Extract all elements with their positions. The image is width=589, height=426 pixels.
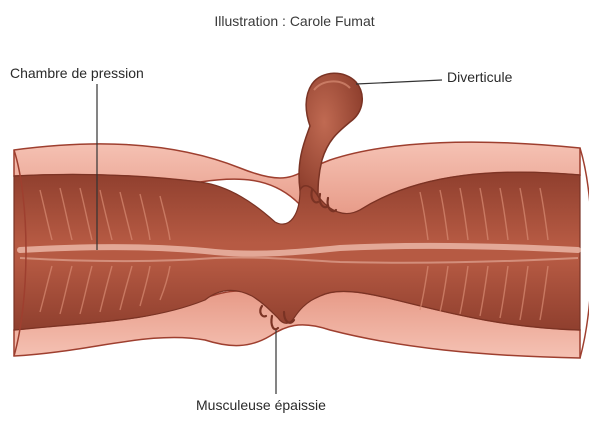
- right-opening: [580, 148, 589, 358]
- illustration-credit: Illustration : Carole Fumat: [0, 14, 589, 28]
- label-thickened-muscle: Musculeuse épaissie: [196, 398, 326, 412]
- label-pressure-chamber: Chambre de pression: [10, 66, 144, 80]
- leader-diverticulum: [356, 80, 442, 84]
- label-diverticulum: Diverticule: [447, 70, 512, 84]
